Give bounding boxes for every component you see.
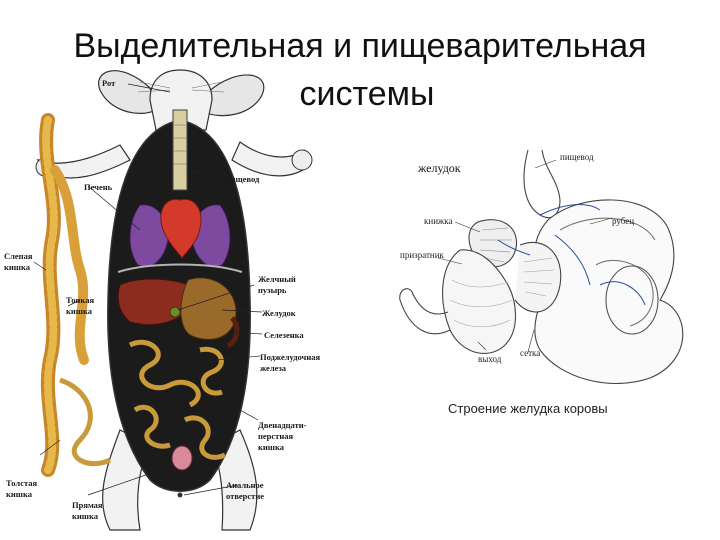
- esophagus: [172, 109, 188, 191]
- label-pryamaya-1: Прямая: [72, 500, 103, 510]
- label-podzhel-1: Поджелудочная: [260, 352, 320, 362]
- slide-title: Выделительная и пищеварительная системы: [0, 22, 720, 118]
- cow-label-zheludok: желудок: [417, 161, 461, 175]
- cow-esophagus: [523, 149, 561, 219]
- heart: [160, 198, 202, 259]
- label-pishchevod: Пищевод: [224, 174, 260, 184]
- title-line-2: системы: [299, 75, 435, 113]
- rabbit-foreleg-left: [36, 144, 131, 179]
- small-intestine-coils: [128, 339, 227, 460]
- cow-label-pishchevod: пищевод: [560, 152, 594, 162]
- cow-labels: желудок пищевод книжка рубец призратник …: [400, 152, 634, 364]
- gallbladder: [169, 306, 181, 318]
- label-tonkaya-2: кишка: [66, 306, 93, 316]
- label-tonkaya-1: Тонкая: [66, 295, 94, 305]
- rabbit-leader-lines: [33, 83, 263, 496]
- label-zheludok: Желудок: [262, 308, 296, 318]
- cecum-illustration: [39, 113, 112, 477]
- label-selezenka: Селезенка: [264, 330, 304, 340]
- cow-leader-lines: [437, 159, 613, 353]
- label-zhelchny-1: Желчный: [258, 274, 296, 284]
- rabbit-paw-right: [291, 149, 313, 171]
- cow-reticulum: [514, 241, 562, 313]
- label-tolstaya-2: кишка: [6, 489, 33, 499]
- cow-label-setka: сетка: [520, 348, 540, 358]
- label-rot: Рот: [102, 78, 116, 88]
- diaphragm: [117, 263, 243, 273]
- label-slepaya-1: Слепая: [4, 251, 33, 261]
- label-slepaya-2: кишка: [4, 262, 31, 272]
- cow-label-prizratnik: призратник: [400, 250, 445, 260]
- label-analnoe-2: отверстие: [226, 491, 264, 501]
- cow-abomasum: [442, 249, 517, 354]
- title-line-1: Выделительная и пищеварительная: [73, 27, 647, 65]
- label-pechen: Печень: [84, 182, 113, 192]
- label-dvenad-2: перстная: [258, 431, 293, 441]
- rabbit-ear-left: [98, 70, 157, 114]
- label-zhelchny-2: пузырь: [258, 285, 287, 295]
- label-dvenad-3: кишка: [258, 442, 285, 452]
- spleen: [226, 316, 240, 349]
- cow-flow-arrows: [497, 204, 646, 306]
- cow-label-rubets: рубец: [612, 216, 634, 226]
- cow-label-vykhod: выход: [478, 354, 502, 364]
- rabbit-whiskers: [137, 81, 225, 93]
- stomach: [180, 277, 237, 340]
- label-pryamaya-2: кишка: [72, 511, 99, 521]
- cow-label-knizhka: книжка: [424, 216, 452, 226]
- cow-stomach-illustration: [399, 149, 684, 385]
- label-dvenad-1: Двенадцати-: [258, 420, 307, 430]
- rabbit-ear-right: [203, 74, 265, 117]
- label-tolstaya-1: Толстая: [6, 478, 37, 488]
- label-podzhel-2: железа: [260, 363, 287, 373]
- anus: [177, 492, 183, 498]
- label-analnoe-1: Анальное: [226, 480, 264, 490]
- bladder: [171, 445, 193, 471]
- rabbit-head: [149, 69, 213, 131]
- cow-outlet-tube: [399, 288, 451, 335]
- cow-stomach-caption: Строение желудка коровы: [448, 401, 608, 416]
- rabbit-labels: Рот Пищевод Печень Слепая кишка Тонкая к…: [4, 78, 320, 521]
